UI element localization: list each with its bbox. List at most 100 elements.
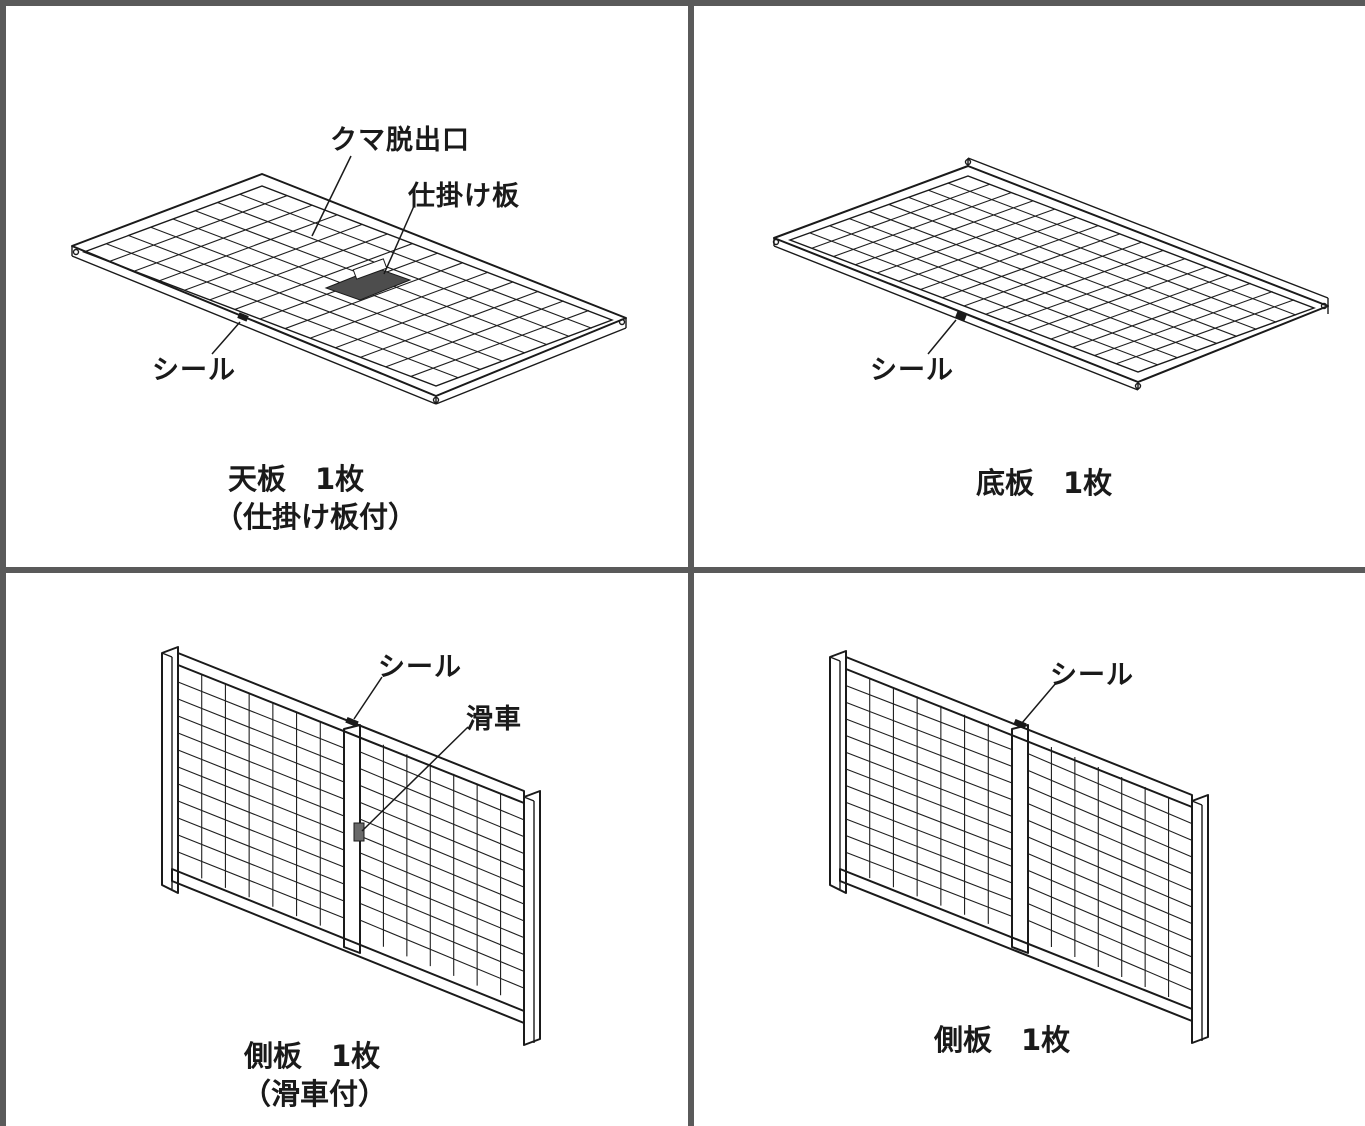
mesh-wire: [1027, 869, 1193, 941]
mesh-wire: [177, 749, 345, 817]
panel-side-plate: シール 側板 1枚: [694, 573, 1365, 1126]
side-plate-mesh-right: [359, 744, 525, 996]
mesh-wire: [1027, 886, 1193, 958]
mesh-wire: [177, 783, 345, 851]
mesh-wire: [1094, 290, 1273, 357]
frame-middle-divider: [0, 567, 1365, 573]
mesh-wire: [177, 800, 345, 868]
leader-seal: [927, 319, 957, 355]
caption-line2: （滑車付）: [242, 1077, 388, 1111]
panel-bottom-plate: シール 底板 1枚: [694, 6, 1365, 567]
mesh-wire: [1027, 819, 1193, 891]
right-post: [1191, 794, 1209, 1044]
caption-line2: （仕掛け板付）: [214, 500, 418, 534]
leader-seal: [211, 321, 241, 355]
mesh-wire: [845, 718, 1013, 784]
mesh-wire: [942, 233, 1121, 299]
bolt-hole-icon: [432, 396, 440, 404]
pulley-icon: [353, 822, 365, 842]
mesh-wire: [1027, 769, 1193, 841]
mesh-wire: [209, 233, 388, 301]
mesh-wire: [1116, 299, 1295, 365]
mesh-wire: [845, 835, 1013, 901]
leader-bear-exit: [311, 155, 352, 237]
callout-seal: シール: [378, 652, 462, 683]
left-post: [161, 646, 179, 894]
mesh-wire: [845, 751, 1013, 817]
caption-top-plate: 天板 1枚 （仕掛け板付）: [186, 460, 486, 536]
bolt-hole-icon: [1320, 302, 1328, 310]
seal-mark: [954, 310, 968, 322]
mesh-wire: [359, 852, 525, 922]
mesh-wire: [811, 183, 990, 249]
mesh-wire: [1007, 257, 1186, 324]
mesh-wire: [177, 766, 345, 834]
bottom-rail: [839, 868, 1193, 1022]
mesh-wire: [1027, 836, 1193, 908]
panel-top-plate: クマ脱出口 仕掛け板 シール 天板 1枚 （仕掛け板付）: [6, 6, 688, 567]
mesh-wire: [134, 204, 313, 272]
mesh-wire: [359, 784, 525, 855]
caption-line1: 側板 1枚: [934, 1023, 1071, 1057]
mesh-wire: [1027, 753, 1193, 825]
side-plate-drawing: [829, 650, 1209, 1044]
frame-center-divider: [688, 0, 694, 1126]
mesh-wire: [108, 195, 288, 263]
bolt-hole-icon: [72, 248, 80, 256]
top-plate-mesh: [106, 193, 592, 379]
mesh-wire: [359, 818, 525, 888]
leader-pulley: [361, 726, 469, 832]
mesh-wire: [920, 224, 1099, 291]
top-plate-right-rail: [435, 327, 627, 405]
mesh-wire: [234, 242, 414, 310]
mesh-wire: [359, 919, 525, 989]
callout-trigger-plate: 仕掛け板: [408, 181, 520, 212]
mesh-wire: [876, 208, 1056, 274]
mesh-wire: [855, 200, 1034, 266]
seal-mark: [237, 312, 249, 322]
top-plate-drawing: [71, 155, 627, 405]
caption-side-plate: 側板 1枚: [864, 1021, 1164, 1059]
seal-mark: [345, 716, 359, 728]
mesh-wire: [845, 801, 1013, 867]
callout-seal: シール: [870, 355, 954, 386]
leader-seal: [1021, 682, 1057, 724]
mesh-wire: [845, 735, 1013, 801]
mesh-wire: [845, 768, 1013, 834]
mesh-wire: [177, 851, 345, 919]
mesh-wire: [1072, 282, 1251, 348]
trigger-plate-hook: [352, 258, 388, 280]
side-plate-mesh-left: [845, 678, 1013, 924]
bolt-hole-icon: [964, 158, 972, 166]
callout-seal: シール: [1050, 660, 1134, 691]
bolt-hole-icon: [1134, 382, 1142, 390]
mesh-wire: [1029, 266, 1208, 332]
frame-top-border: [0, 0, 1365, 6]
mesh-wire: [845, 818, 1013, 884]
bottom-plate-mesh: [809, 182, 1297, 366]
mesh-wire: [1027, 786, 1193, 858]
left-post: [829, 650, 847, 894]
mesh-wire: [360, 290, 539, 358]
side-plate-mesh-left: [177, 674, 345, 926]
side-plate-pulley-drawing: [161, 646, 541, 1046]
mesh-wire: [177, 817, 345, 885]
mesh-wire: [410, 309, 590, 377]
mesh-wire: [845, 701, 1013, 767]
mesh-wire: [359, 801, 525, 871]
caption-side-plate-pulley: 側板 1枚 （滑車付）: [186, 1037, 486, 1113]
right-post: [523, 790, 541, 1046]
bottom-plate-drawing: [772, 157, 1329, 391]
mesh-wire: [1027, 903, 1193, 975]
seal-mark: [1013, 718, 1027, 730]
mesh-wire: [177, 834, 345, 902]
mesh-wire: [359, 885, 525, 956]
mesh-wire: [1050, 274, 1230, 340]
mesh-wire: [1027, 803, 1193, 875]
callout-seal: シール: [152, 355, 236, 386]
mesh-wire: [359, 902, 525, 972]
bottom-plate-frame-outer: [773, 165, 1329, 383]
callout-bear-exit: クマ脱出口: [330, 125, 470, 156]
middle-post: [343, 724, 361, 954]
